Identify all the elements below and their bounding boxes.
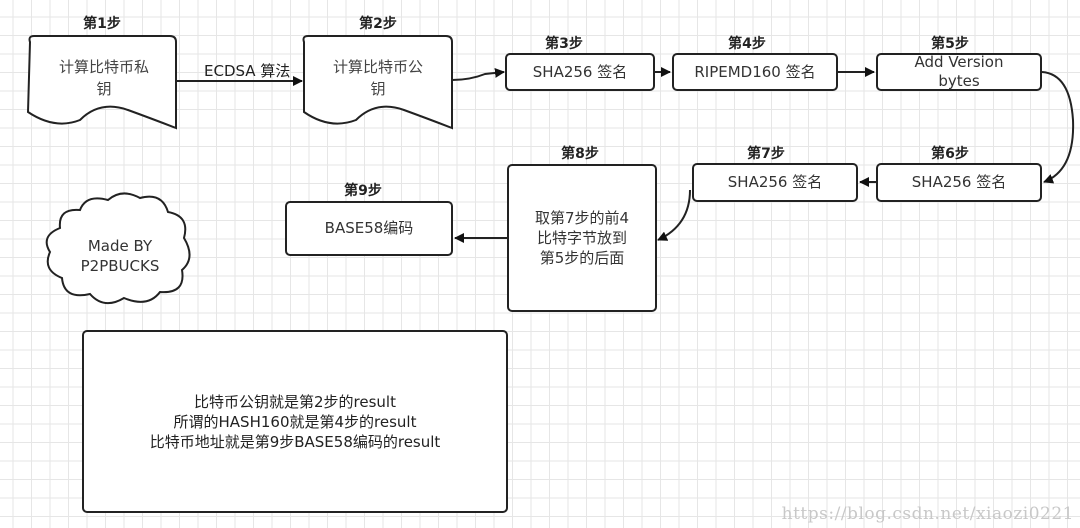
step-3-box[interactable]: SHA256 签名 (505, 53, 655, 91)
note-box[interactable]: 比特币公钥就是第2步的result 所谓的HASH160就是第4步的result… (82, 330, 508, 513)
step-9-text: BASE58编码 (324, 219, 414, 237)
step-3-text: SHA256 签名 (532, 62, 628, 81)
note-line-2: 所谓的HASH160就是第4步的result (173, 412, 417, 431)
step-2-text: 计算比特币公 钥 (318, 56, 438, 100)
edge-label-ecdsa: ECDSA 算法 (204, 62, 291, 80)
note-line-1: 比特币公钥就是第2步的result (194, 392, 396, 411)
step-8-text: 取第7步的前4 比特字节放到 第5步的后面 (534, 209, 630, 267)
step-8-box[interactable]: 取第7步的前4 比特字节放到 第5步的后面 (507, 164, 657, 312)
cloud-text-content: Made BY P2PBUCKS (80, 237, 160, 275)
cloud-text: Made BY P2PBUCKS (60, 236, 180, 276)
step-4-box[interactable]: RIPEMD160 签名 (672, 53, 838, 91)
step-6-label: 第6步 (931, 146, 969, 162)
edge-2-3 (451, 67, 505, 81)
step-9-label: 第9步 (344, 183, 382, 199)
step-3-label: 第3步 (545, 36, 583, 52)
edge-5-6 (1041, 71, 1075, 184)
step-8-label: 第8步 (561, 146, 599, 162)
step-2-label: 第2步 (359, 16, 397, 32)
step-7-text: SHA256 签名 (727, 173, 823, 191)
step-5-box[interactable]: Add Version bytes (876, 53, 1042, 91)
step-5-text: Add Version bytes (914, 53, 1004, 90)
step-6-text: SHA256 签名 (911, 173, 1007, 191)
step-7-label: 第7步 (747, 146, 785, 162)
step-4-text: RIPEMD160 签名 (694, 62, 816, 81)
step-2-text-content: 计算比特币公 钥 (332, 58, 423, 98)
step-4-label: 第4步 (728, 36, 766, 52)
watermark: https://blog.csdn.net/xiaozi0221 (781, 504, 1074, 524)
edge-7-8 (657, 189, 691, 241)
step-6-box[interactable]: SHA256 签名 (876, 163, 1042, 202)
step-1-text: 计算比特币私 钥 (44, 56, 164, 100)
step-9-box[interactable]: BASE58编码 (285, 201, 453, 256)
step-1-label: 第1步 (83, 16, 121, 32)
step-7-box[interactable]: SHA256 签名 (692, 163, 858, 202)
step-5-label: 第5步 (931, 36, 969, 52)
note-line-3: 比特币地址就是第9步BASE58编码的result (149, 432, 441, 451)
step-1-text-content: 计算比特币私 钥 (58, 58, 149, 98)
